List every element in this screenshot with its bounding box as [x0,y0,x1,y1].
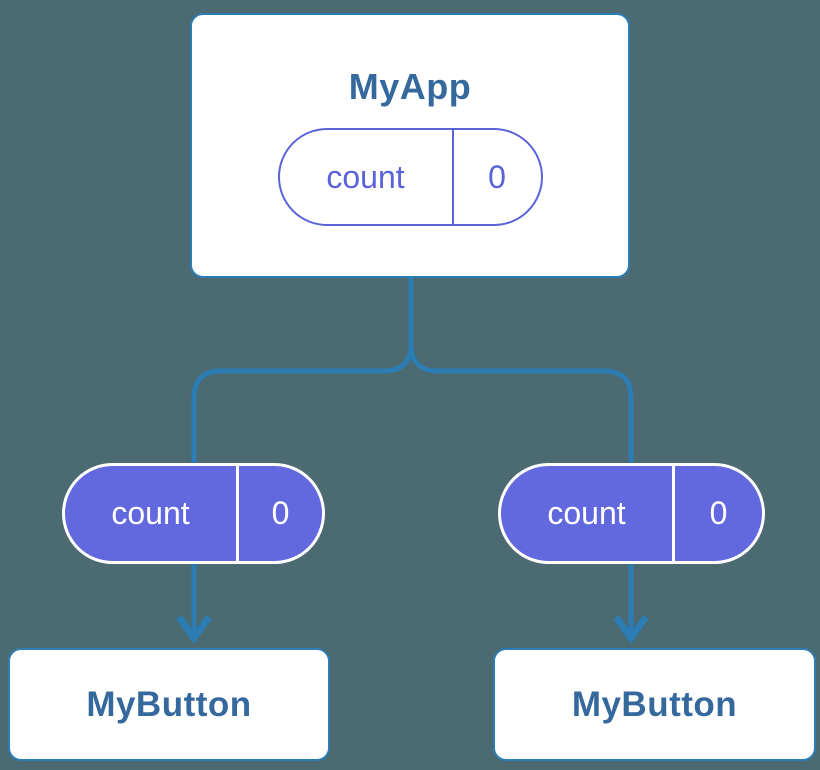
left-branch-line [191,343,414,633]
pill-label: count [111,495,190,531]
pill-divider [236,466,239,561]
prop-pill-left: count 0 [62,463,325,564]
node-title: MyButton [571,684,738,724]
pill-label: count [326,158,405,195]
right-branch-line [408,343,634,633]
left-arrowhead-icon [176,614,212,645]
pill-value: 0 [271,495,290,531]
pill-divider [451,130,454,224]
state-pill-myapp: count 0 [277,128,543,226]
right-arrowhead-icon [613,614,649,645]
pill-value: 0 [488,158,506,195]
node-title: MyButton [86,684,252,724]
node-mybutton-left: MyButton [8,648,330,761]
node-mybutton-right: MyButton [493,648,816,761]
node-title: MyApp [348,66,472,107]
pill-divider [672,466,675,561]
prop-pill-right: count 0 [498,463,765,564]
pill-label: count [547,495,626,531]
node-myapp: MyApp count 0 [190,13,630,278]
pill-value: 0 [709,495,728,531]
